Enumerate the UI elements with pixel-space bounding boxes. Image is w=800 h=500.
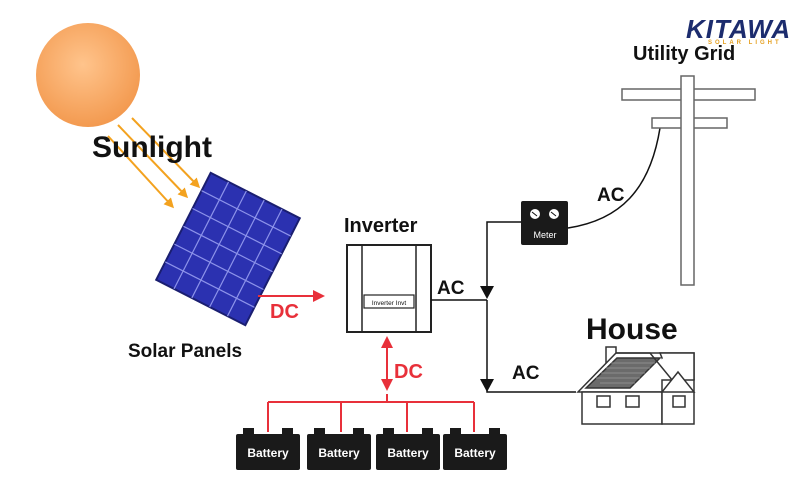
dc-battery-bus (267, 336, 475, 432)
inverter-label: Inverter (344, 215, 418, 237)
ac-arrow-inverter (480, 286, 494, 299)
inverter-unit-label: Inverter Invt (372, 300, 407, 307)
house-icon (576, 346, 696, 425)
sunlight-rays (107, 117, 201, 209)
batteries: Battery Battery Battery Battery (236, 428, 507, 470)
battery-4: Battery (443, 428, 507, 470)
brand-tagline: SOLAR LIGHT (708, 40, 782, 46)
ac-house-label: AC (512, 363, 540, 384)
battery-label: Battery (318, 446, 360, 460)
solar-panel (154, 171, 302, 327)
house-label: House (586, 313, 678, 346)
sun-icon (36, 23, 140, 127)
battery-label: Battery (387, 446, 429, 460)
meter-box: Meter (521, 201, 568, 245)
dc-battery-label: DC (394, 361, 423, 383)
battery-3: Battery (376, 428, 440, 470)
inverter-box: Inverter Invt (346, 244, 432, 333)
sunlight-label: Sunlight (92, 131, 212, 164)
battery-1: Battery (236, 428, 300, 470)
ac-arrow-house (480, 379, 494, 392)
utility-grid-label: Utility Grid (633, 43, 736, 65)
dc-panel-label: DC (270, 301, 299, 323)
meter-label: Meter (533, 230, 556, 240)
solar-panels-label: Solar Panels (128, 341, 243, 362)
utility-pole-icon (621, 75, 756, 286)
brand-logo: KITAWA (686, 14, 792, 44)
ac-grid-label: AC (597, 185, 625, 206)
battery-2: Battery (307, 428, 371, 470)
battery-label: Battery (454, 446, 496, 460)
grid-cable (567, 127, 661, 229)
battery-label: Battery (247, 446, 289, 460)
ac-inverter-label: AC (437, 278, 465, 299)
ac-wiring (431, 221, 576, 393)
